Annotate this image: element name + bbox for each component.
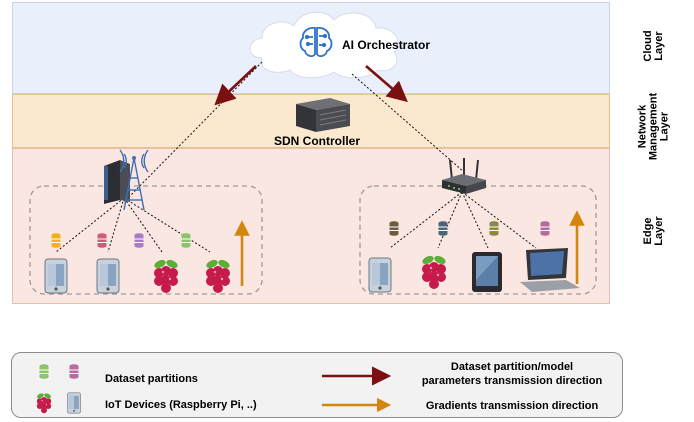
database-icon bbox=[51, 232, 61, 249]
raspberry-pi-icon bbox=[421, 254, 447, 289]
database-icon bbox=[489, 220, 499, 237]
legend-model-direction-line1: Dataset partition/model bbox=[450, 361, 574, 373]
tablet-icon bbox=[472, 252, 502, 292]
model-transmission-arrow-right bbox=[365, 65, 408, 103]
legend-icons bbox=[36, 363, 392, 414]
brain-chip-icon bbox=[299, 26, 333, 58]
raspberry-pi-icon bbox=[153, 258, 179, 293]
edge-cluster-left bbox=[29, 185, 263, 295]
cell-tower-icon bbox=[104, 149, 149, 211]
smartphone-icon bbox=[67, 392, 81, 414]
database-icon bbox=[69, 363, 79, 380]
server-icon bbox=[296, 98, 350, 132]
smartphone-icon bbox=[44, 258, 68, 294]
database-icon bbox=[438, 220, 448, 237]
smartphone-icon bbox=[368, 257, 392, 293]
database-icon bbox=[97, 232, 107, 249]
database-icon bbox=[134, 232, 144, 249]
database-icon bbox=[540, 220, 550, 237]
legend-gradient-direction: Gradients transmission direction bbox=[425, 400, 599, 412]
network-links bbox=[55, 61, 537, 253]
legend: Dataset partitions IoT Devices (Raspberr… bbox=[11, 352, 623, 418]
laptop-icon bbox=[520, 248, 580, 292]
legend-dataset-partitions: Dataset partitions bbox=[105, 373, 198, 385]
model-transmission-arrow-left bbox=[214, 65, 257, 106]
database-icon bbox=[181, 232, 191, 249]
database-icon bbox=[389, 220, 399, 237]
smartphone-icon bbox=[96, 258, 120, 294]
diagram-canvas bbox=[29, 11, 597, 295]
raspberry-pi-icon bbox=[36, 392, 52, 414]
wifi-router-icon bbox=[442, 158, 486, 194]
database-icon bbox=[39, 363, 49, 380]
ai-orchestrator-label: AI Orchestrator bbox=[342, 38, 431, 52]
raspberry-pi-icon bbox=[205, 258, 231, 293]
legend-iot-devices: IoT Devices (Raspberry Pi, ..) bbox=[105, 399, 257, 411]
sdn-controller-label: SDN Controller bbox=[274, 134, 361, 148]
legend-model-direction-line2: parameters transmission direction bbox=[421, 375, 603, 387]
